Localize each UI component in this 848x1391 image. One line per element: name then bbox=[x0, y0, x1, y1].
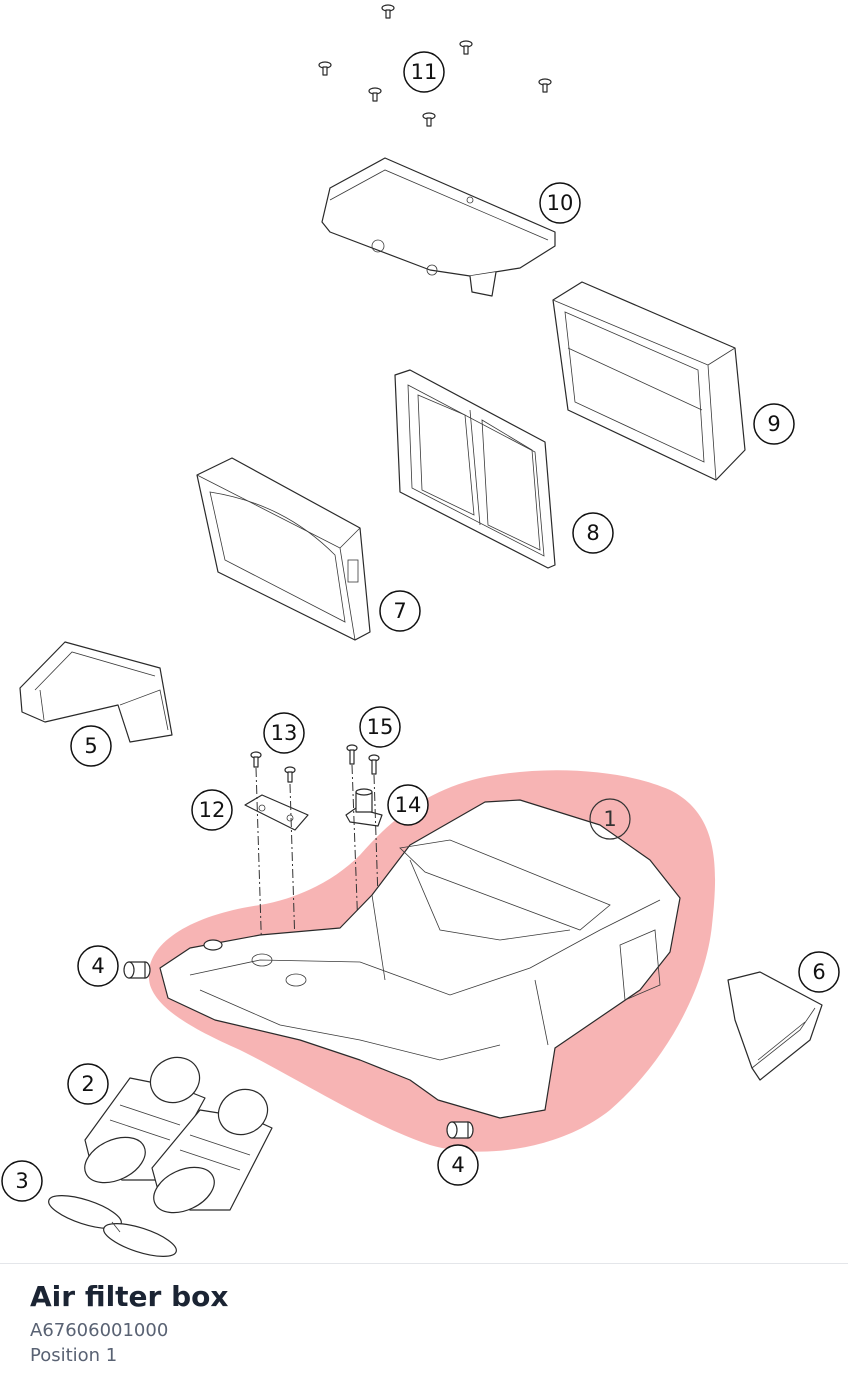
callout-15[interactable]: 15 bbox=[359, 706, 401, 748]
part-10-cover[interactable] bbox=[321, 157, 556, 297]
svg-text:8: 8 bbox=[586, 521, 599, 545]
callout-10[interactable]: 10 bbox=[539, 182, 581, 224]
part-9-filter[interactable] bbox=[552, 281, 746, 481]
part-14-sensor[interactable] bbox=[345, 788, 383, 827]
callout-4-bottom[interactable]: 4 bbox=[437, 1144, 479, 1186]
part-3-clamp[interactable] bbox=[45, 1189, 180, 1262]
svg-text:10: 10 bbox=[547, 191, 574, 215]
svg-text:3: 3 bbox=[15, 1169, 28, 1193]
callout-11[interactable]: 11 bbox=[403, 51, 445, 93]
part-position: Position 1 bbox=[30, 1345, 118, 1366]
callout-2[interactable]: 2 bbox=[67, 1063, 109, 1105]
callout-13[interactable]: 13 bbox=[263, 712, 305, 754]
callout-6[interactable]: 6 bbox=[798, 951, 840, 993]
svg-text:12: 12 bbox=[199, 798, 226, 822]
part-8-filter-frame[interactable] bbox=[394, 369, 556, 569]
part-1-air-filter-box[interactable] bbox=[159, 799, 681, 1119]
svg-text:11: 11 bbox=[411, 60, 438, 84]
part-4-spacers[interactable] bbox=[123, 961, 474, 1139]
svg-text:4: 4 bbox=[451, 1153, 464, 1177]
svg-text:7: 7 bbox=[393, 599, 406, 623]
part-12-bracket[interactable] bbox=[244, 794, 309, 831]
exploded-parts-diagram: 1 2 3 4 4 5 6 7 8 9 10 11 12 13 14 15 bbox=[1, 4, 840, 1262]
callout-7[interactable]: 7 bbox=[379, 590, 421, 632]
part-info-footer: Air filter box A67606001000 Position 1 bbox=[0, 1263, 848, 1391]
part-7-filter-housing[interactable] bbox=[196, 457, 371, 641]
callout-4-left[interactable]: 4 bbox=[77, 945, 119, 987]
svg-text:4: 4 bbox=[91, 954, 104, 978]
callout-1[interactable]: 1 bbox=[589, 798, 631, 840]
part-13-screws[interactable] bbox=[250, 751, 296, 783]
svg-text:15: 15 bbox=[367, 715, 394, 739]
svg-text:2: 2 bbox=[81, 1072, 94, 1096]
part-title: Air filter box bbox=[30, 1280, 229, 1313]
svg-text:1: 1 bbox=[603, 807, 616, 831]
part-6-duct[interactable] bbox=[727, 971, 823, 1081]
callout-8[interactable]: 8 bbox=[572, 512, 614, 554]
part-2-intake-manifolds[interactable] bbox=[78, 1049, 275, 1221]
svg-text:6: 6 bbox=[812, 960, 825, 984]
svg-text:9: 9 bbox=[767, 412, 780, 436]
svg-text:13: 13 bbox=[271, 721, 298, 745]
part-11-screws[interactable] bbox=[318, 4, 552, 127]
part-15-screws[interactable] bbox=[346, 744, 380, 775]
callout-14[interactable]: 14 bbox=[387, 784, 429, 826]
callout-9[interactable]: 9 bbox=[753, 403, 795, 445]
part-5-duct[interactable] bbox=[19, 641, 173, 743]
callout-3[interactable]: 3 bbox=[1, 1160, 43, 1202]
part-number: A67606001000 bbox=[30, 1320, 169, 1341]
callout-12[interactable]: 12 bbox=[191, 789, 233, 831]
svg-text:14: 14 bbox=[395, 793, 422, 817]
svg-text:5: 5 bbox=[84, 734, 97, 758]
callout-5[interactable]: 5 bbox=[70, 725, 112, 767]
